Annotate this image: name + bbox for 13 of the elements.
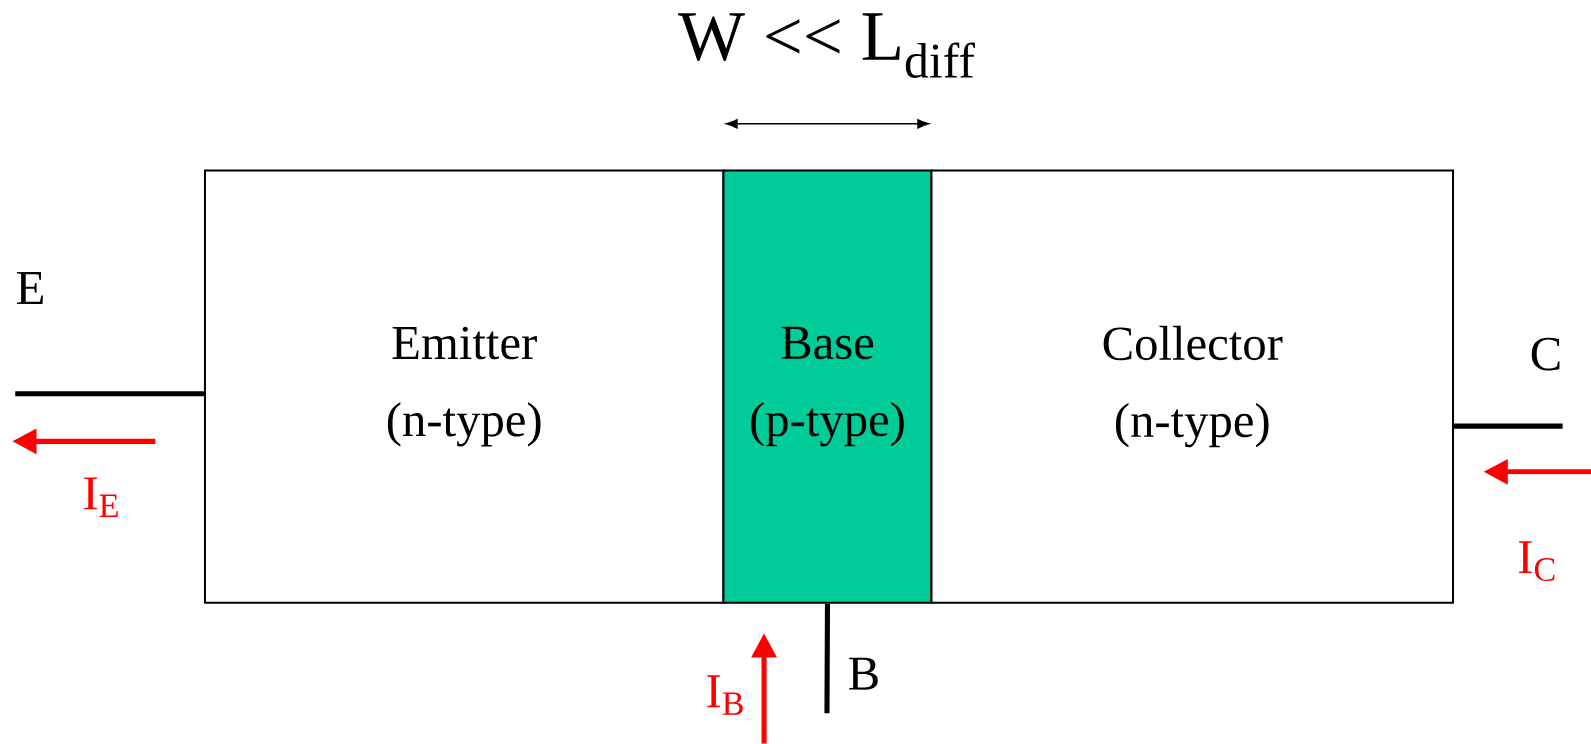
terminal-label: B: [849, 657, 878, 690]
lead-wire: [824, 603, 830, 714]
terminal-label: E: [17, 272, 43, 305]
current-label: I$_{B}$: [707, 675, 743, 715]
lead-wire: [15, 391, 204, 397]
current-label: I$_{C}$: [1519, 541, 1555, 582]
lead-wire: [1454, 423, 1563, 429]
dimension-label: W << L$_{diff}$: [678, 13, 975, 79]
current-label: I$_{E}$: [84, 477, 118, 518]
terminal-label: C: [1531, 337, 1560, 371]
semiconductor-region: Collector (n-type): [930, 169, 1455, 604]
base-region: Base (p-type): [722, 169, 933, 604]
semiconductor-region: Emitter (n-type): [203, 169, 725, 604]
